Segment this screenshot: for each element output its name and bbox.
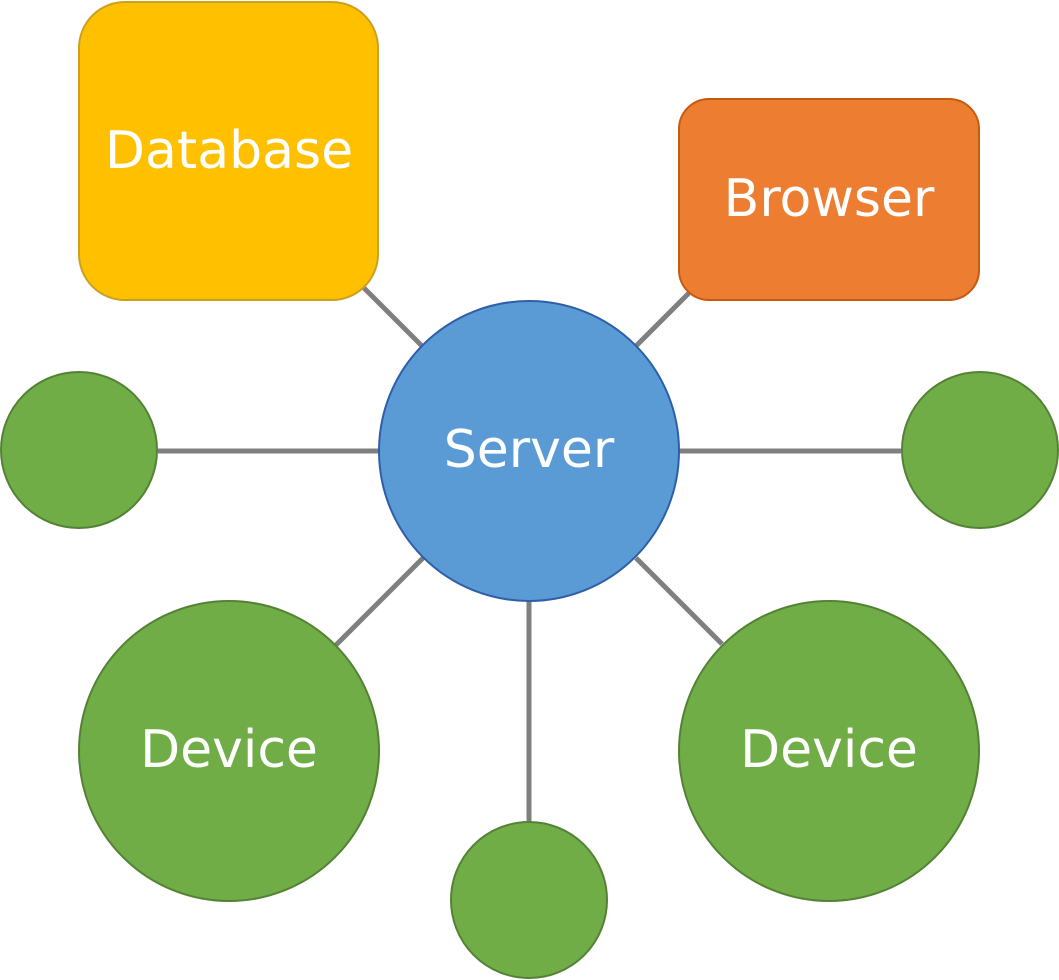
- browser-node: Browser: [678, 98, 980, 301]
- database-box: [78, 1, 379, 301]
- device-right-circle: [678, 600, 980, 902]
- database-node: Database: [78, 1, 379, 301]
- server-node: Server: [378, 300, 680, 602]
- device-right-label: Device: [740, 720, 918, 780]
- browser-label: Browser: [724, 169, 935, 229]
- connectors: [158, 284, 901, 822]
- node-right-circle: [901, 371, 1059, 529]
- connector-server-database: [360, 284, 424, 348]
- connector-server-browser: [634, 290, 692, 348]
- device-left-circle: [78, 600, 380, 902]
- database-label: Database: [105, 121, 353, 181]
- connector-server-device-right: [634, 556, 724, 646]
- device-right-node: Device: [678, 600, 980, 902]
- browser-box: [678, 98, 980, 301]
- server-label: Server: [444, 420, 615, 480]
- node-left-circle: [0, 371, 158, 529]
- connector-server-device-left: [334, 556, 425, 647]
- node-bottom-circle: [450, 821, 608, 979]
- device-left-node: Device: [78, 600, 380, 902]
- device-left-label: Device: [140, 720, 318, 780]
- server-circle: [378, 300, 680, 602]
